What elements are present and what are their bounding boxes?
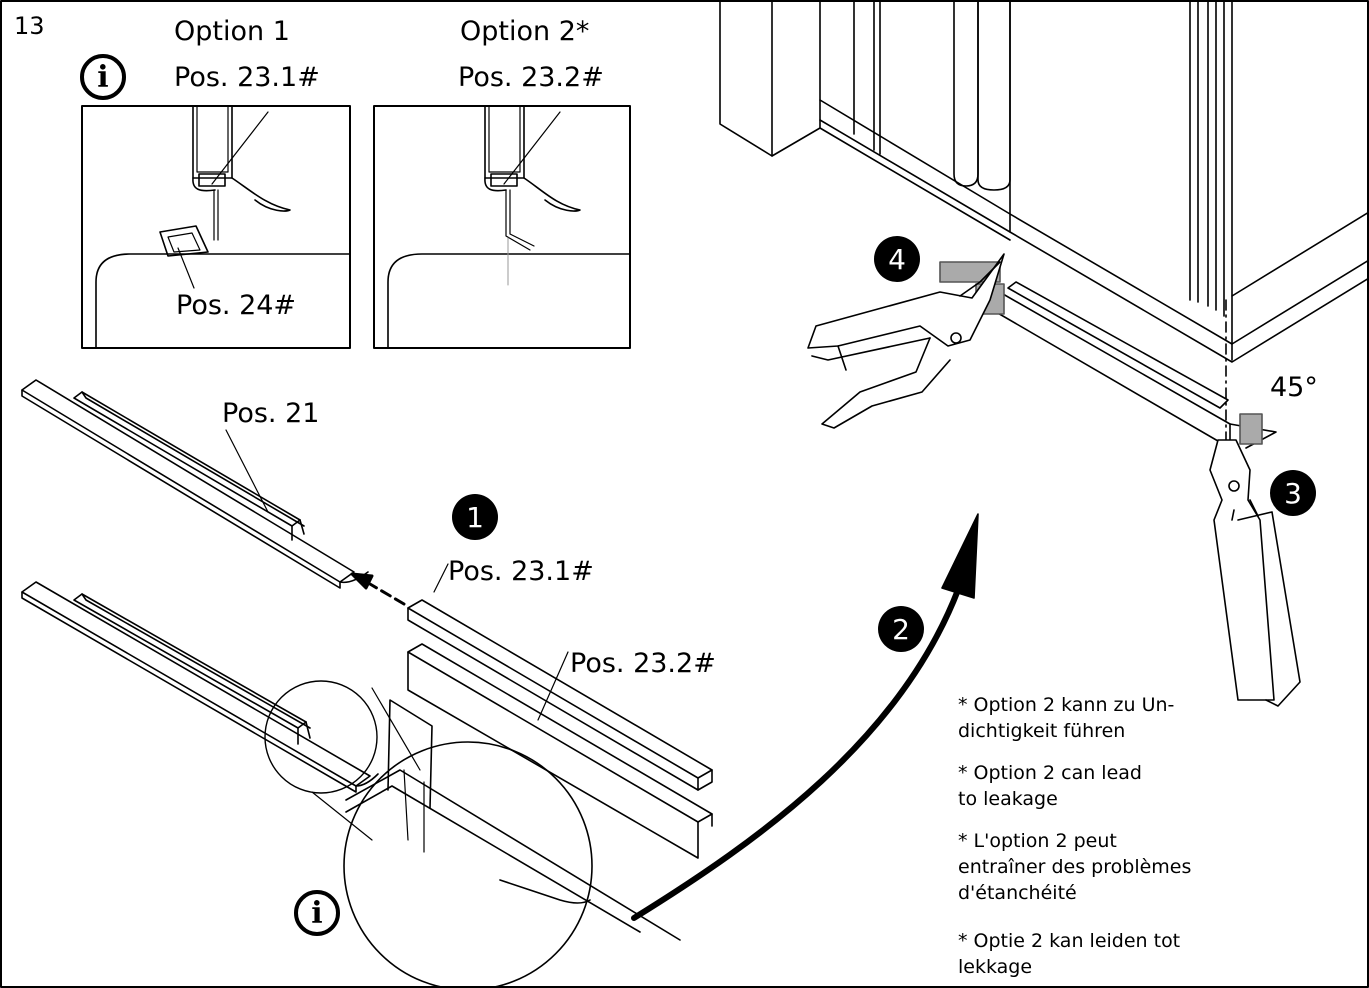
insert-arrow [350, 572, 406, 606]
pos24-label: Pos. 24# [176, 290, 297, 321]
note-fr-line3: d'étanchéité [958, 882, 1077, 904]
shower-frame [719, 0, 1369, 521]
note-en-line1: * Option 2 can lead [958, 762, 1142, 784]
zoom-circle [343, 741, 593, 988]
profile-pos21-top [21, 379, 369, 589]
note-de-line1: * Option 2 kann zu Un- [958, 694, 1175, 716]
pos23-1-label: Pos. 23.1# [448, 556, 594, 587]
option1-detail [81, 105, 351, 349]
seal-strips [407, 563, 713, 859]
option2-pos-label: Pos. 23.2# [458, 62, 604, 93]
arrow-icon [631, 513, 979, 921]
angle-label: 45° [1270, 372, 1318, 403]
note-en: * Option 2 can lead to leakage [958, 760, 1142, 812]
note-fr-line2: entraîner des problèmes [958, 856, 1192, 878]
option1-pos-label: Pos. 23.1# [174, 62, 320, 93]
note-de-line2: dichtigkeit führen [958, 720, 1126, 742]
option2-title: Option 2* [460, 16, 590, 47]
option2-detail [373, 105, 631, 349]
step-number: 13 [14, 12, 45, 40]
option1-title: Option 1 [174, 16, 290, 47]
pos21-label: Pos. 21 [222, 398, 320, 429]
info-icon: i [80, 54, 126, 100]
note-fr: * L'option 2 peut entraîner des problème… [958, 828, 1191, 906]
note-nl: * Optie 2 kan leiden tot lekkage [958, 928, 1180, 980]
step-badge-4: 4 [874, 236, 920, 282]
profile-lower [21, 581, 681, 988]
step-badge-2: 2 [878, 606, 924, 652]
pliers-icon [1209, 439, 1301, 707]
pliers-icon [807, 253, 1005, 429]
step-badge-1: 1 [452, 494, 498, 540]
step-badge-3: 3 [1270, 470, 1316, 516]
info-icon: i [294, 890, 340, 936]
note-en-line2: to leakage [958, 788, 1058, 810]
pos23-2-label: Pos. 23.2# [570, 648, 716, 679]
note-nl-line1: * Optie 2 kan leiden tot [958, 930, 1181, 952]
note-nl-line2: lekkage [958, 956, 1033, 978]
note-fr-line1: * L'option 2 peut [958, 830, 1117, 852]
zoom-source-circle [264, 680, 378, 794]
note-de: * Option 2 kann zu Un- dichtigkeit führe… [958, 692, 1174, 744]
